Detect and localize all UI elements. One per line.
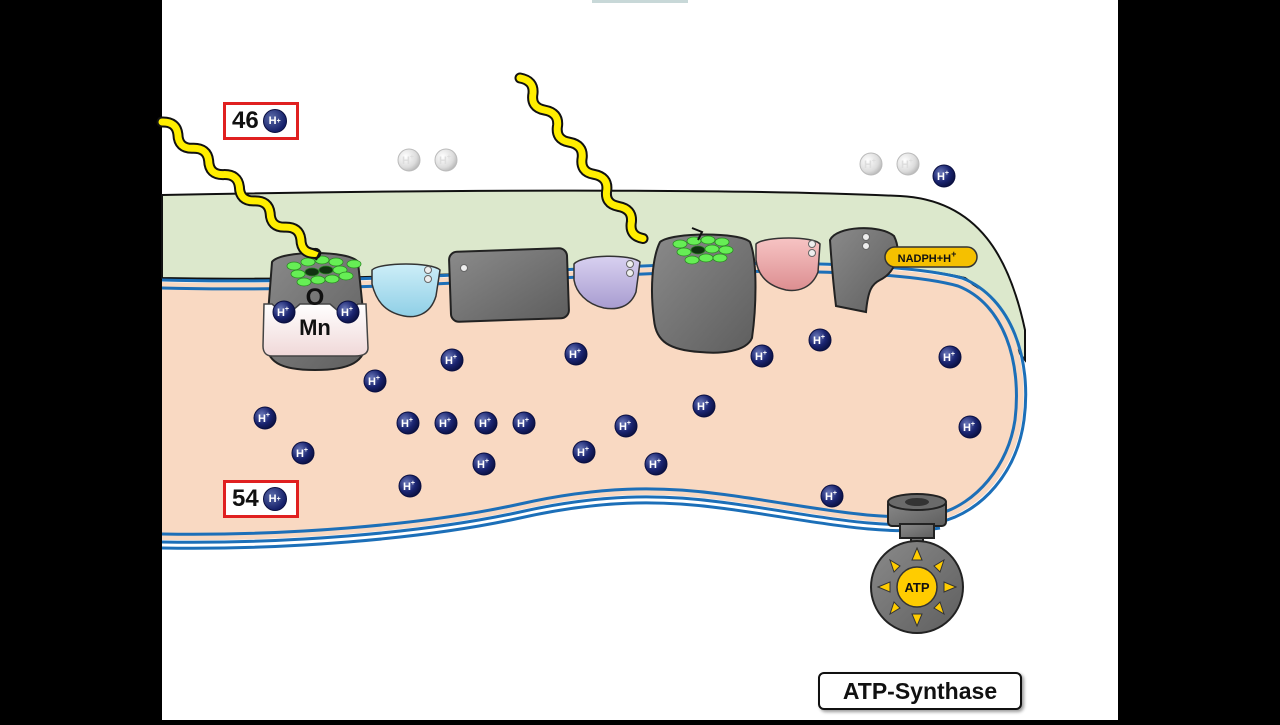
proton: H+ xyxy=(958,415,982,439)
photon-ray-right-core xyxy=(516,74,647,243)
proton-icon: H+ xyxy=(262,109,287,133)
proton: H+ xyxy=(272,300,296,324)
photosystem-i xyxy=(651,233,757,354)
proton: H+ xyxy=(396,411,420,435)
plastoquinone-protein xyxy=(371,263,441,318)
atp-synthase-label: ATP-Synthase xyxy=(818,672,1022,710)
lumen-region xyxy=(162,265,1024,541)
proton-faded: H+ xyxy=(397,148,421,172)
proton: H+ xyxy=(474,411,498,435)
oxygen-label: O xyxy=(306,284,325,311)
ferredoxin-protein xyxy=(755,237,821,292)
top-edge-mark xyxy=(592,0,688,3)
proton: H+ xyxy=(692,394,716,418)
manganese-label: Mn xyxy=(299,315,331,340)
photon-ray-left-core xyxy=(158,118,320,257)
nadph-label: NADPH+H+ xyxy=(898,249,957,265)
proton: H+ xyxy=(564,342,588,366)
proton: H+ xyxy=(750,344,774,368)
proton: H+ xyxy=(398,474,422,498)
proton: H+ xyxy=(440,348,464,372)
proton: H+ xyxy=(820,484,844,508)
proton: H+ xyxy=(938,345,962,369)
proton: H+ xyxy=(614,414,638,438)
chlorophyll-cluster-psi xyxy=(672,235,734,265)
proton-faded: H+ xyxy=(859,152,883,176)
nadp-reductase xyxy=(828,227,899,314)
protons-layer: H+ H+ H+ H+ H+ H+ H+ H+ H+ H+ H+ H+ H+ H+ H+ H+ H+ H+ H+ H+… xyxy=(253,148,982,508)
counter-value-lumen: 54 xyxy=(232,485,259,512)
atp-label: ATP xyxy=(904,580,929,595)
proton: H+ xyxy=(472,452,496,476)
proton: H+ xyxy=(363,369,387,393)
proton-counter-lumen: 54 H+ xyxy=(223,480,299,518)
proton-icon: H+ xyxy=(262,487,287,511)
counter-value-stroma: 46 xyxy=(232,107,259,134)
proton: H+ xyxy=(512,411,536,435)
proton-counter-stroma: 46 H+ xyxy=(223,102,299,140)
proton: H+ xyxy=(434,411,458,435)
proton: H+ xyxy=(932,164,956,188)
proton: H+ xyxy=(572,440,596,464)
plastocyanin-protein xyxy=(573,255,641,310)
proton: H+ xyxy=(291,441,315,465)
photon-arrow-left-icon xyxy=(309,247,322,261)
nadph-pill xyxy=(884,246,978,268)
chlorophyll-cluster-psii xyxy=(286,255,362,287)
cytochrome-complex xyxy=(448,247,570,323)
atp-synthase: ATP xyxy=(870,493,964,634)
proton: H+ xyxy=(808,328,832,352)
proton: H+ xyxy=(253,406,277,430)
outer-membrane-line xyxy=(161,501,941,550)
proton-faded: H+ xyxy=(896,152,920,176)
proton-faded: H+ xyxy=(434,148,458,172)
proton: H+ xyxy=(336,300,360,324)
photon-arrow-right-icon xyxy=(691,227,704,241)
proton: H+ xyxy=(644,452,668,476)
